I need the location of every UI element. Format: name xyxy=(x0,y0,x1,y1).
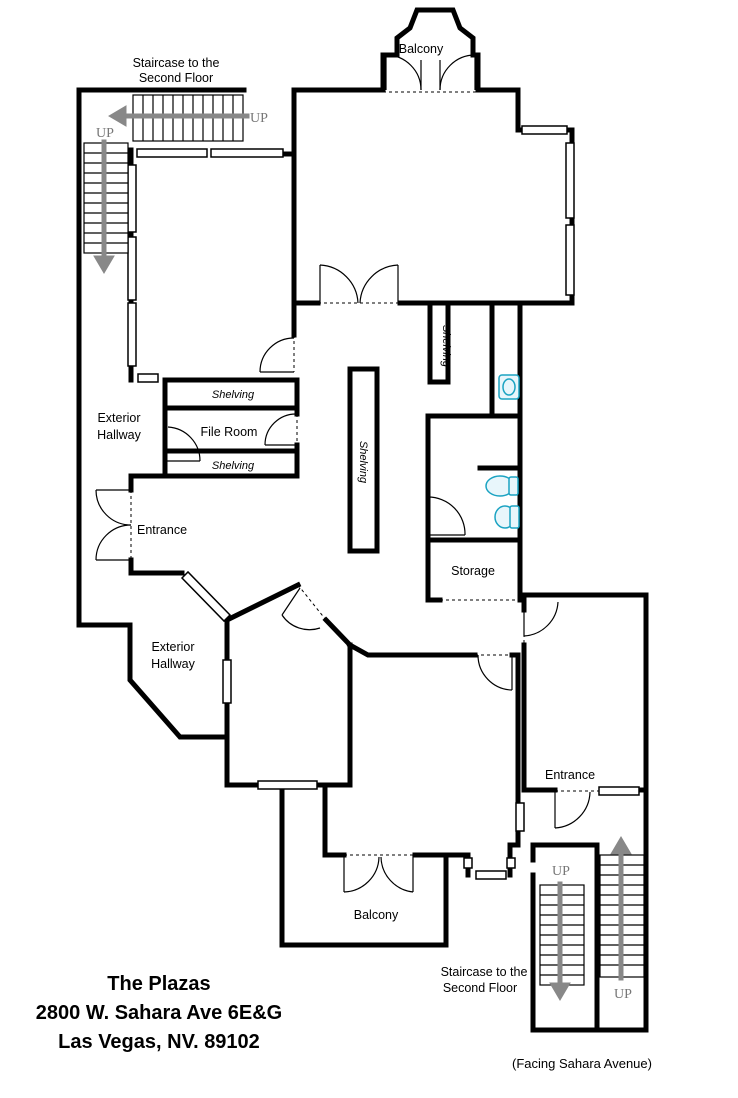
address-line-3: Las Vegas, NV. 89102 xyxy=(58,1031,260,1053)
address-line-1: The Plazas xyxy=(107,973,211,995)
balcony-top-label: Balcony xyxy=(399,42,444,56)
file-room-label: File Room xyxy=(201,425,258,439)
staircase-bottom-left xyxy=(539,881,585,1001)
staircase-top-horizontal xyxy=(108,94,250,142)
storage-label: Storage xyxy=(451,564,495,578)
shelving-top-label: Shelving xyxy=(212,389,255,401)
shelving-center-label: Shelving xyxy=(357,441,369,484)
shelving-bottom-label: Shelving xyxy=(212,460,255,472)
toilet-icon xyxy=(494,505,520,529)
toilet-icon xyxy=(485,475,519,497)
entrance-left-label: Entrance xyxy=(137,523,187,537)
facing-note: (Facing Sahara Avenue) xyxy=(512,1056,652,1071)
entrance-right-label: Entrance xyxy=(545,768,595,782)
exterior-hallway-bottom-label-line1: Exterior xyxy=(151,640,194,654)
exterior-hallway-top-label-line1: Exterior xyxy=(97,411,140,425)
staircase-bottom-right xyxy=(599,836,645,981)
bathroom-fixtures xyxy=(485,374,520,529)
up-label-bottom-left: UP xyxy=(552,864,570,879)
exterior-hallway-top-label-line2: Hallway xyxy=(97,428,142,442)
staircase-top-label-line1: Staircase to the xyxy=(133,56,220,70)
balcony-bottom-label: Balcony xyxy=(354,908,399,922)
windows xyxy=(127,125,640,880)
staircase-top-vertical xyxy=(83,139,129,274)
staircase-bottom-label-line1: Staircase to the xyxy=(441,965,528,979)
address-line-2: 2800 W. Sahara Ave 6E&G xyxy=(35,1002,283,1024)
staircase-bottom-label-line2: Second Floor xyxy=(443,981,517,995)
up-label-bottom-right: UP xyxy=(614,987,632,1002)
shelving-vertical-small-label: Shelving xyxy=(440,325,452,368)
sink-icon xyxy=(498,374,520,400)
up-label-top-left: UP xyxy=(96,126,114,141)
staircase-top-label-line2: Second Floor xyxy=(139,71,213,85)
exterior-hallway-bottom-label-line2: Hallway xyxy=(151,657,196,671)
up-label-top-right: UP xyxy=(250,111,268,126)
doors xyxy=(95,54,599,893)
